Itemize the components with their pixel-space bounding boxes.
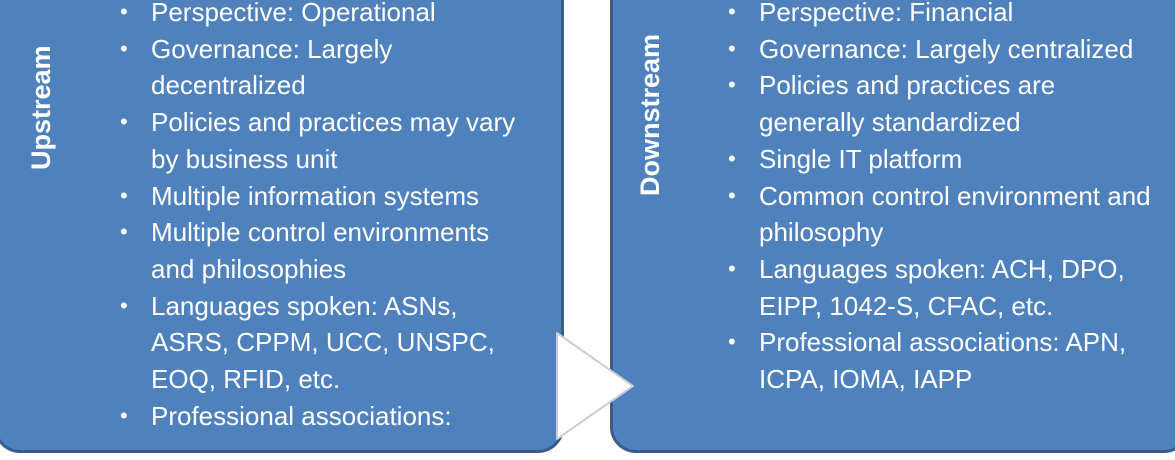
- upstream-bullet-text: Languages spoken: ASNs, ASRS, CPPM, UCC,…: [151, 290, 495, 395]
- upstream-bullet-list: • Perspective: Operational • Governance: L…: [116, 0, 536, 434]
- upstream-bullet-text: Perspective: Operational: [151, 0, 436, 27]
- downstream-bullet-text: Common control environment and philosoph…: [759, 180, 1151, 248]
- upstream-label: Upstream: [26, 45, 56, 170]
- upstream-panel: [0, 0, 564, 453]
- upstream-bullet-text: Multiple information systems: [151, 180, 479, 211]
- upstream-bullet-text: Policies and practices may vary by busin…: [151, 107, 516, 174]
- downstream-bullet: • Professional associations: APN, ICPA, I…: [724, 324, 1154, 397]
- upstream-bullet: • Policies and practices may vary by busi…: [116, 104, 536, 177]
- downstream-bullet: • Common control environment and philosop…: [724, 178, 1154, 251]
- upstream-bullet: • Languages spoken: ASNs, ASRS, CPPM, UCC…: [116, 288, 536, 398]
- upstream-bullet: • Professional associations:: [116, 398, 536, 435]
- bullet-dot-icon: •: [728, 72, 736, 98]
- upstream-bullet-text: Governance: Largely decentralized: [151, 33, 393, 101]
- bullet-dot-icon: •: [728, 182, 736, 208]
- bullet-dot-icon: •: [120, 292, 128, 318]
- downstream-bullet-text: Governance: Largely centralized: [759, 33, 1134, 64]
- bullet-dot-icon: •: [728, 255, 736, 281]
- downstream-bullet-text: Policies and practices are generally sta…: [759, 70, 1056, 138]
- bullet-dot-icon: •: [120, 402, 128, 428]
- upstream-bullet-text: Professional associations:: [151, 400, 452, 431]
- downstream-label: Downstream: [635, 33, 665, 196]
- bullet-dot-icon: •: [120, 35, 128, 61]
- bullet-dot-icon: •: [120, 0, 128, 24]
- bullet-dot-icon: •: [728, 0, 736, 24]
- downstream-bullet-text: Perspective: Financial: [759, 0, 1014, 27]
- downstream-bullet-list: • Perspective: Financial • Governance: Lar…: [724, 0, 1154, 398]
- downstream-bullet: • Single IT platform: [724, 141, 1154, 178]
- downstream-bullet: • Languages spoken: ACH, DPO, EIPP, 1042-…: [724, 251, 1154, 324]
- upstream-bullet: • Multiple control environments and philo…: [116, 214, 536, 287]
- downstream-panel: [610, 0, 1175, 453]
- downstream-bullet-text: Professional associations: APN, ICPA, IO…: [759, 327, 1127, 395]
- downstream-bullet-text: Languages spoken: ACH, DPO, EIPP, 1042-S…: [759, 253, 1125, 321]
- downstream-bullet: • Policies and practices are generally st…: [724, 67, 1154, 140]
- bullet-dot-icon: •: [120, 109, 128, 135]
- bullet-dot-icon: •: [728, 145, 736, 171]
- upstream-bullet: • Multiple information systems: [116, 178, 536, 215]
- upstream-bullet: • Perspective: Operational: [116, 0, 536, 31]
- downstream-bullet: • Governance: Largely centralized: [724, 31, 1154, 68]
- flow-arrow-icon: [556, 332, 634, 440]
- upstream-bullet-text: Multiple control environments and philos…: [151, 217, 490, 284]
- bullet-dot-icon: •: [120, 219, 128, 245]
- bullet-dot-icon: •: [728, 35, 736, 61]
- bullet-dot-icon: •: [728, 329, 736, 355]
- bullet-dot-icon: •: [120, 182, 128, 208]
- downstream-bullet: • Perspective: Financial: [724, 0, 1154, 31]
- downstream-bullet-text: Single IT platform: [759, 143, 963, 174]
- upstream-bullet: • Governance: Largely decentralized: [116, 31, 536, 104]
